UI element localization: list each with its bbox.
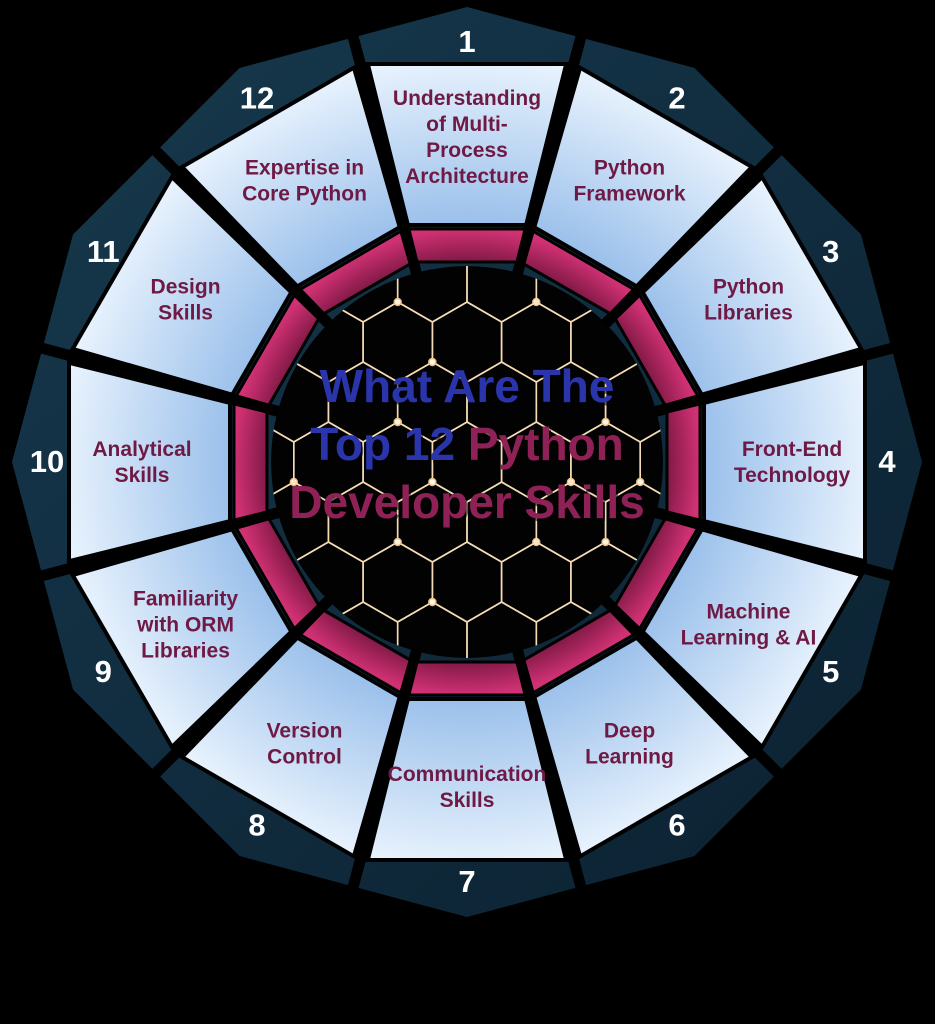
wedge-12 [178,64,403,289]
ring-segment-2 [522,228,637,316]
ring-segment-3 [613,292,701,407]
segment-divider [651,506,906,585]
segment-divider [651,339,906,418]
segment-number-12: 12 [240,80,274,115]
wedge-5 [640,526,865,751]
ring-segment-10 [232,401,269,523]
segment-number-2: 2 [668,80,685,115]
segment-number-4: 4 [878,444,896,479]
wedge-1 [365,62,569,227]
ring-segment-7 [406,660,528,697]
ring-segment-8 [297,608,412,696]
wedge-6 [531,635,756,860]
ring-segment-1 [406,227,528,264]
segment-divider [598,593,791,786]
wedge-8 [178,635,403,860]
segment-number-1: 1 [458,24,475,59]
segment-number-5: 5 [822,654,839,689]
segment-divider [598,138,791,331]
wedge-11 [69,173,294,398]
segment-divider [143,593,336,786]
wedge-4 [702,360,867,564]
segment-number-7: 7 [458,864,475,899]
segment-divider [28,339,283,418]
wedge-7 [365,697,569,862]
ring-segment-5 [613,517,701,632]
ring-segment-6 [522,608,637,696]
segment-divider [344,23,423,278]
ring-segment-12 [297,228,412,316]
wedge-9 [69,526,294,751]
ring-segment-4 [665,401,702,523]
segment-number-11: 11 [87,234,120,269]
segment-divider [511,23,590,278]
segment-number-6: 6 [668,808,685,843]
segment-number-8: 8 [248,808,265,843]
segment-divider [28,506,283,585]
segment-divider [511,646,590,901]
segment-divider [143,138,336,331]
segment-number-3: 3 [822,234,839,269]
ring-segment-9 [233,517,321,632]
segment-number-10: 10 [30,444,64,479]
segment-divider [344,646,423,901]
ring-segment-11 [233,292,321,407]
segment-number-9: 9 [95,654,112,689]
wedge-2 [531,64,756,289]
wedge-3 [640,173,865,398]
wedge-10 [67,360,232,564]
